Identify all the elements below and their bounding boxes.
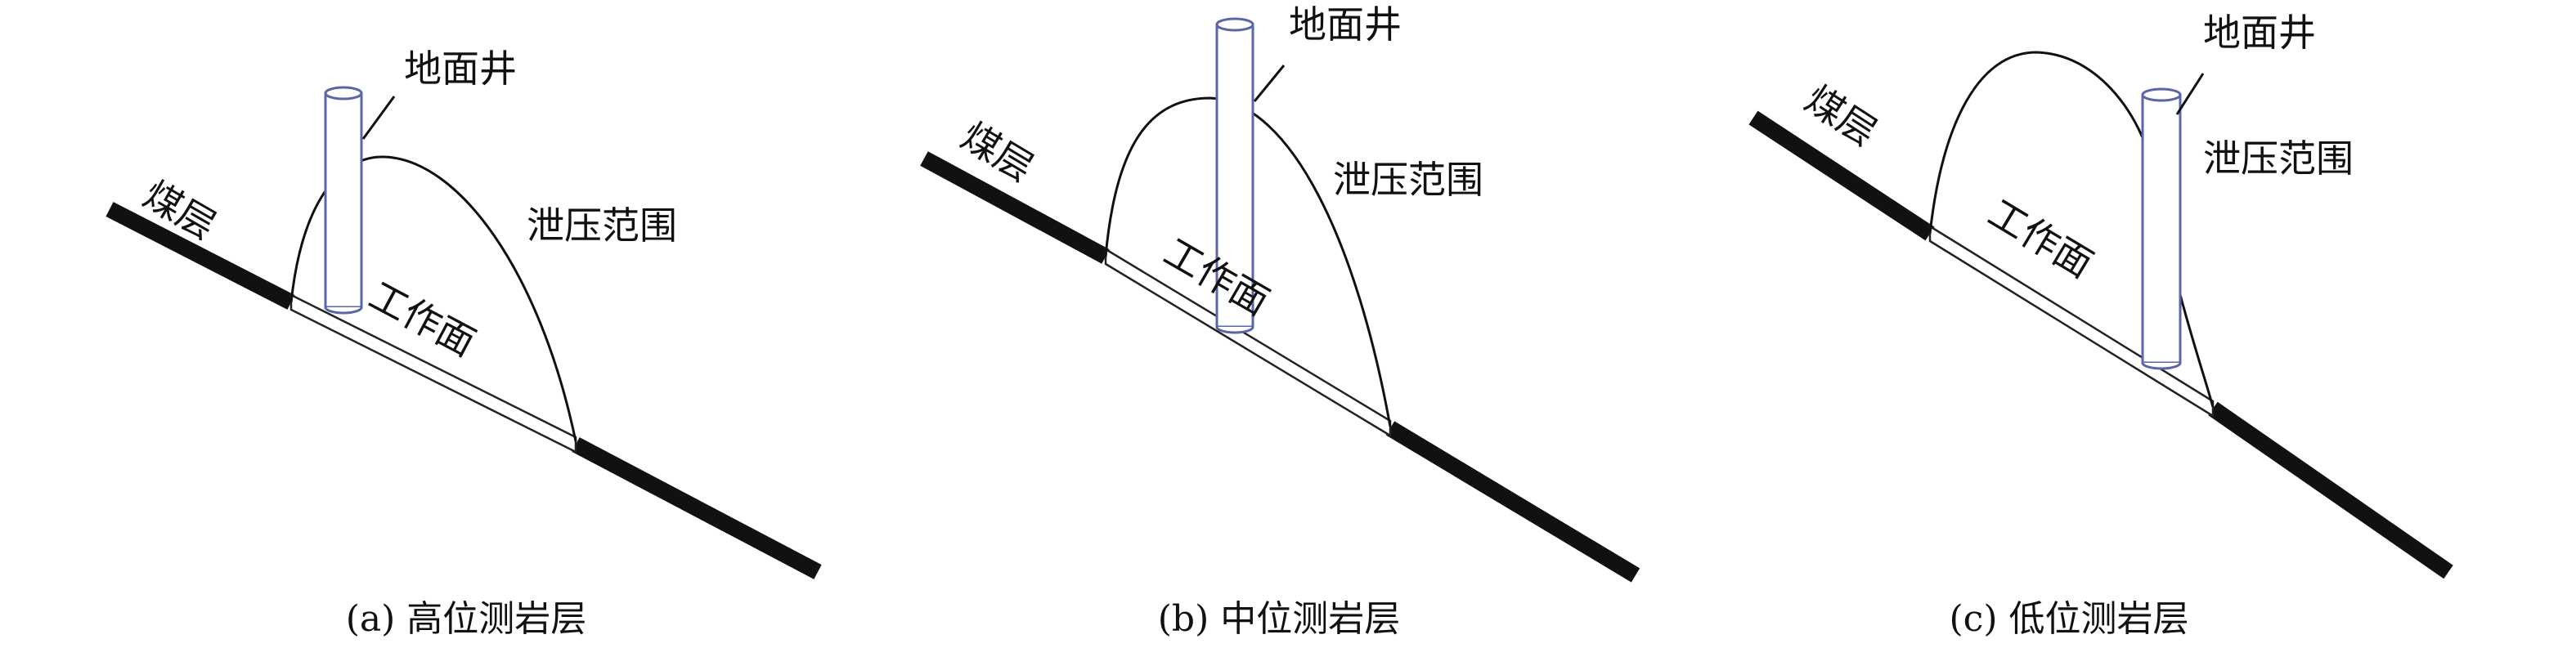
zone-label: 泄压范围 bbox=[527, 203, 677, 248]
working-face bbox=[289, 293, 577, 454]
panel-b: 地面井 泄压范围 工作面 煤层 (b) 中位测岩层 bbox=[920, 2, 1640, 640]
coal-label: 煤层 bbox=[1797, 77, 1885, 154]
well-leader-line bbox=[2175, 73, 2205, 115]
coal-seam-right bbox=[572, 437, 822, 579]
panel-c: 地面井 泄压范围 工作面 煤层 (c) 低位测岩层 bbox=[1748, 11, 2453, 640]
surface-well bbox=[1215, 17, 1254, 334]
surface-well bbox=[324, 86, 363, 315]
caption-c: (c) 低位测岩层 bbox=[1950, 598, 2189, 640]
well-leader-line bbox=[1253, 65, 1286, 102]
well-label: 地面井 bbox=[404, 47, 517, 91]
zone-label: 泄压范围 bbox=[1333, 158, 1483, 202]
caption-b: (b) 中位测岩层 bbox=[1158, 598, 1400, 640]
coal-seam-left bbox=[105, 202, 295, 310]
well-label: 地面井 bbox=[2203, 11, 2316, 55]
working-face bbox=[1928, 224, 2215, 418]
pressure-relief-zone-curve bbox=[289, 155, 577, 442]
coal-seam-left bbox=[1748, 110, 1935, 241]
coal-seam-right bbox=[1385, 421, 1640, 583]
coal-seam-left bbox=[920, 151, 1110, 264]
working-face bbox=[1104, 247, 1392, 438]
panel-a: 地面井 泄压范围 工作面 煤层 (a) 高位测岩层 bbox=[105, 47, 822, 640]
caption-a: (a) 高位测岩层 bbox=[346, 598, 587, 640]
well-leader-line bbox=[361, 96, 396, 140]
well-label: 地面井 bbox=[1289, 2, 1402, 47]
surface-well bbox=[2141, 87, 2182, 370]
pressure-relief-zone-curve bbox=[1928, 51, 2215, 408]
zone-label: 泄压范围 bbox=[2203, 136, 2354, 181]
coal-seam-right bbox=[2208, 401, 2453, 579]
